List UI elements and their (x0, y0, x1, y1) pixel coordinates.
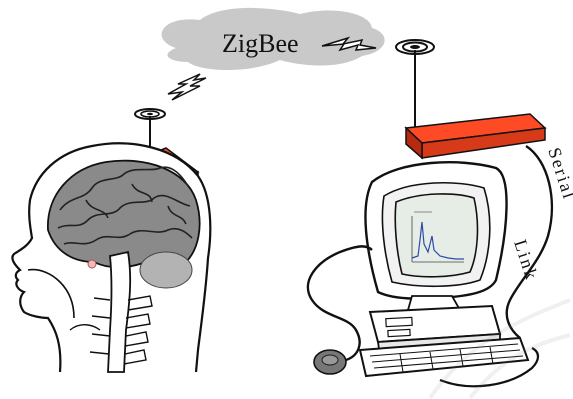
wireless-cloud: ZigBee (162, 8, 385, 70)
antenna-icon (396, 40, 434, 132)
zigbee-label: ZigBee (222, 29, 299, 58)
monitor-screen (395, 194, 477, 277)
mouse-icon (314, 350, 346, 374)
link-label: Link (510, 237, 542, 283)
lightning-bolt-icon (168, 74, 206, 100)
computer-icon (308, 146, 552, 386)
mouse-cable (308, 246, 372, 360)
radio-module-receiver (406, 114, 545, 158)
cerebellum (140, 252, 192, 288)
brain-head-icon (12, 143, 210, 372)
serial-label: Serial (544, 145, 573, 203)
